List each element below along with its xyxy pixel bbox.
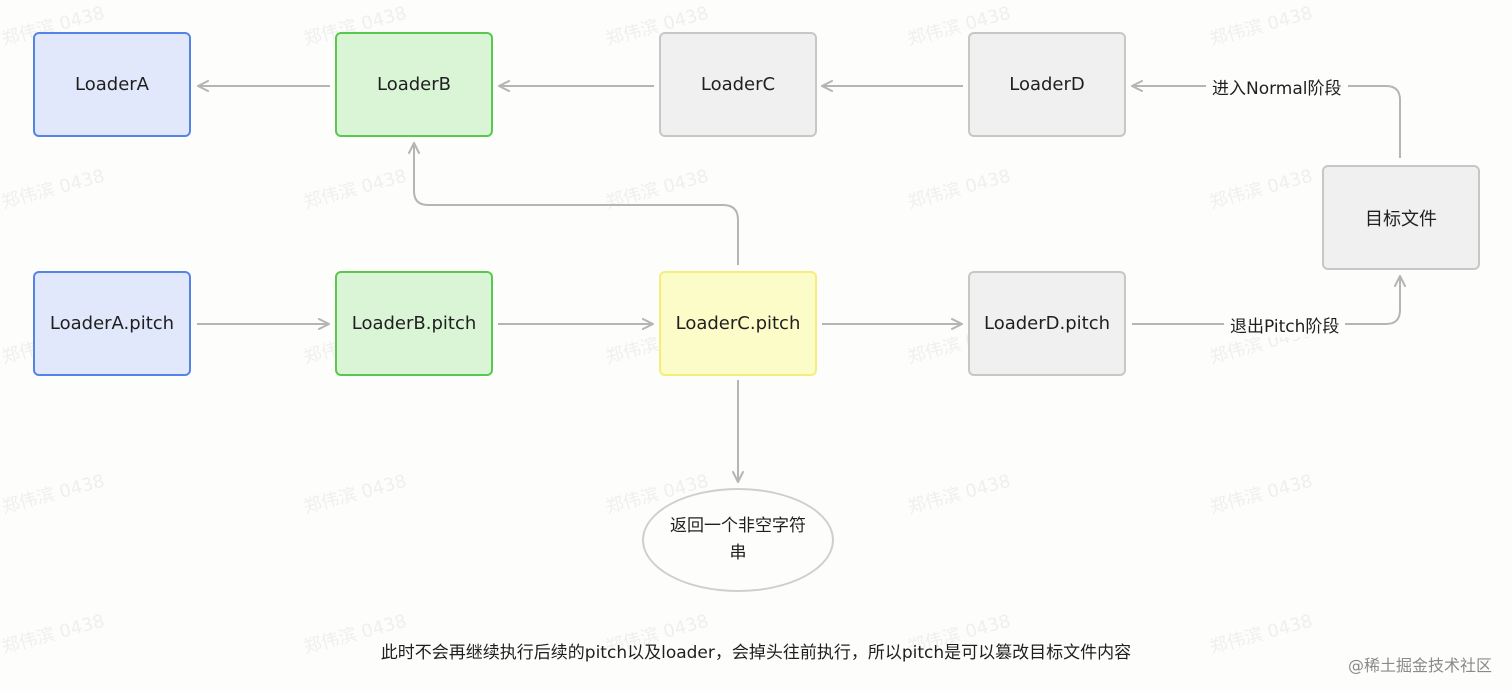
- loader-a-pitch-node: LoaderA.pitch: [33, 271, 191, 376]
- loader-a-node: LoaderA: [33, 32, 191, 137]
- return-string-node: 返回一个非空字符串: [642, 488, 834, 592]
- loader-d-pitch-node: LoaderD.pitch: [968, 271, 1126, 376]
- loader-c-pitch-node: LoaderC.pitch: [659, 271, 817, 376]
- arrow-target-to-d: [1131, 80, 1401, 158]
- loader-c-label: LoaderC: [700, 74, 776, 95]
- loader-c-pitch-label: LoaderC.pitch: [675, 313, 801, 334]
- exit-pitch-label: 退出Pitch阶段: [1224, 312, 1346, 337]
- caption-text: 此时不会再继续执行后续的pitch以及loader，会掉头往前执行，所以pitc…: [380, 643, 1132, 663]
- loader-b-label: LoaderB: [376, 74, 451, 95]
- loader-b-pitch-node: LoaderB.pitch: [335, 271, 493, 376]
- loader-d-node: LoaderD: [968, 32, 1126, 137]
- loader-d-label: LoaderD: [1009, 74, 1085, 95]
- credit-text: @稀土掘金技术社区: [1347, 656, 1492, 675]
- loader-a-pitch-label: LoaderA.pitch: [49, 313, 175, 334]
- loader-d-pitch-label: LoaderD.pitch: [983, 313, 1111, 334]
- target-file-node: 目标文件: [1322, 165, 1480, 270]
- return-string-label: 返回一个非空字符串: [670, 516, 806, 563]
- arrow-dpitch-to-target: [1132, 275, 1406, 325]
- loader-a-label: LoaderA: [75, 74, 149, 95]
- loader-b-node: LoaderB: [335, 32, 493, 137]
- loader-c-node: LoaderC: [659, 32, 817, 137]
- arrow-cpitch-to-b: [408, 142, 739, 265]
- loader-b-pitch-label: LoaderB.pitch: [351, 313, 477, 334]
- enter-normal-label: 进入Normal阶段: [1206, 74, 1348, 99]
- target-file-label: 目标文件: [1365, 208, 1437, 230]
